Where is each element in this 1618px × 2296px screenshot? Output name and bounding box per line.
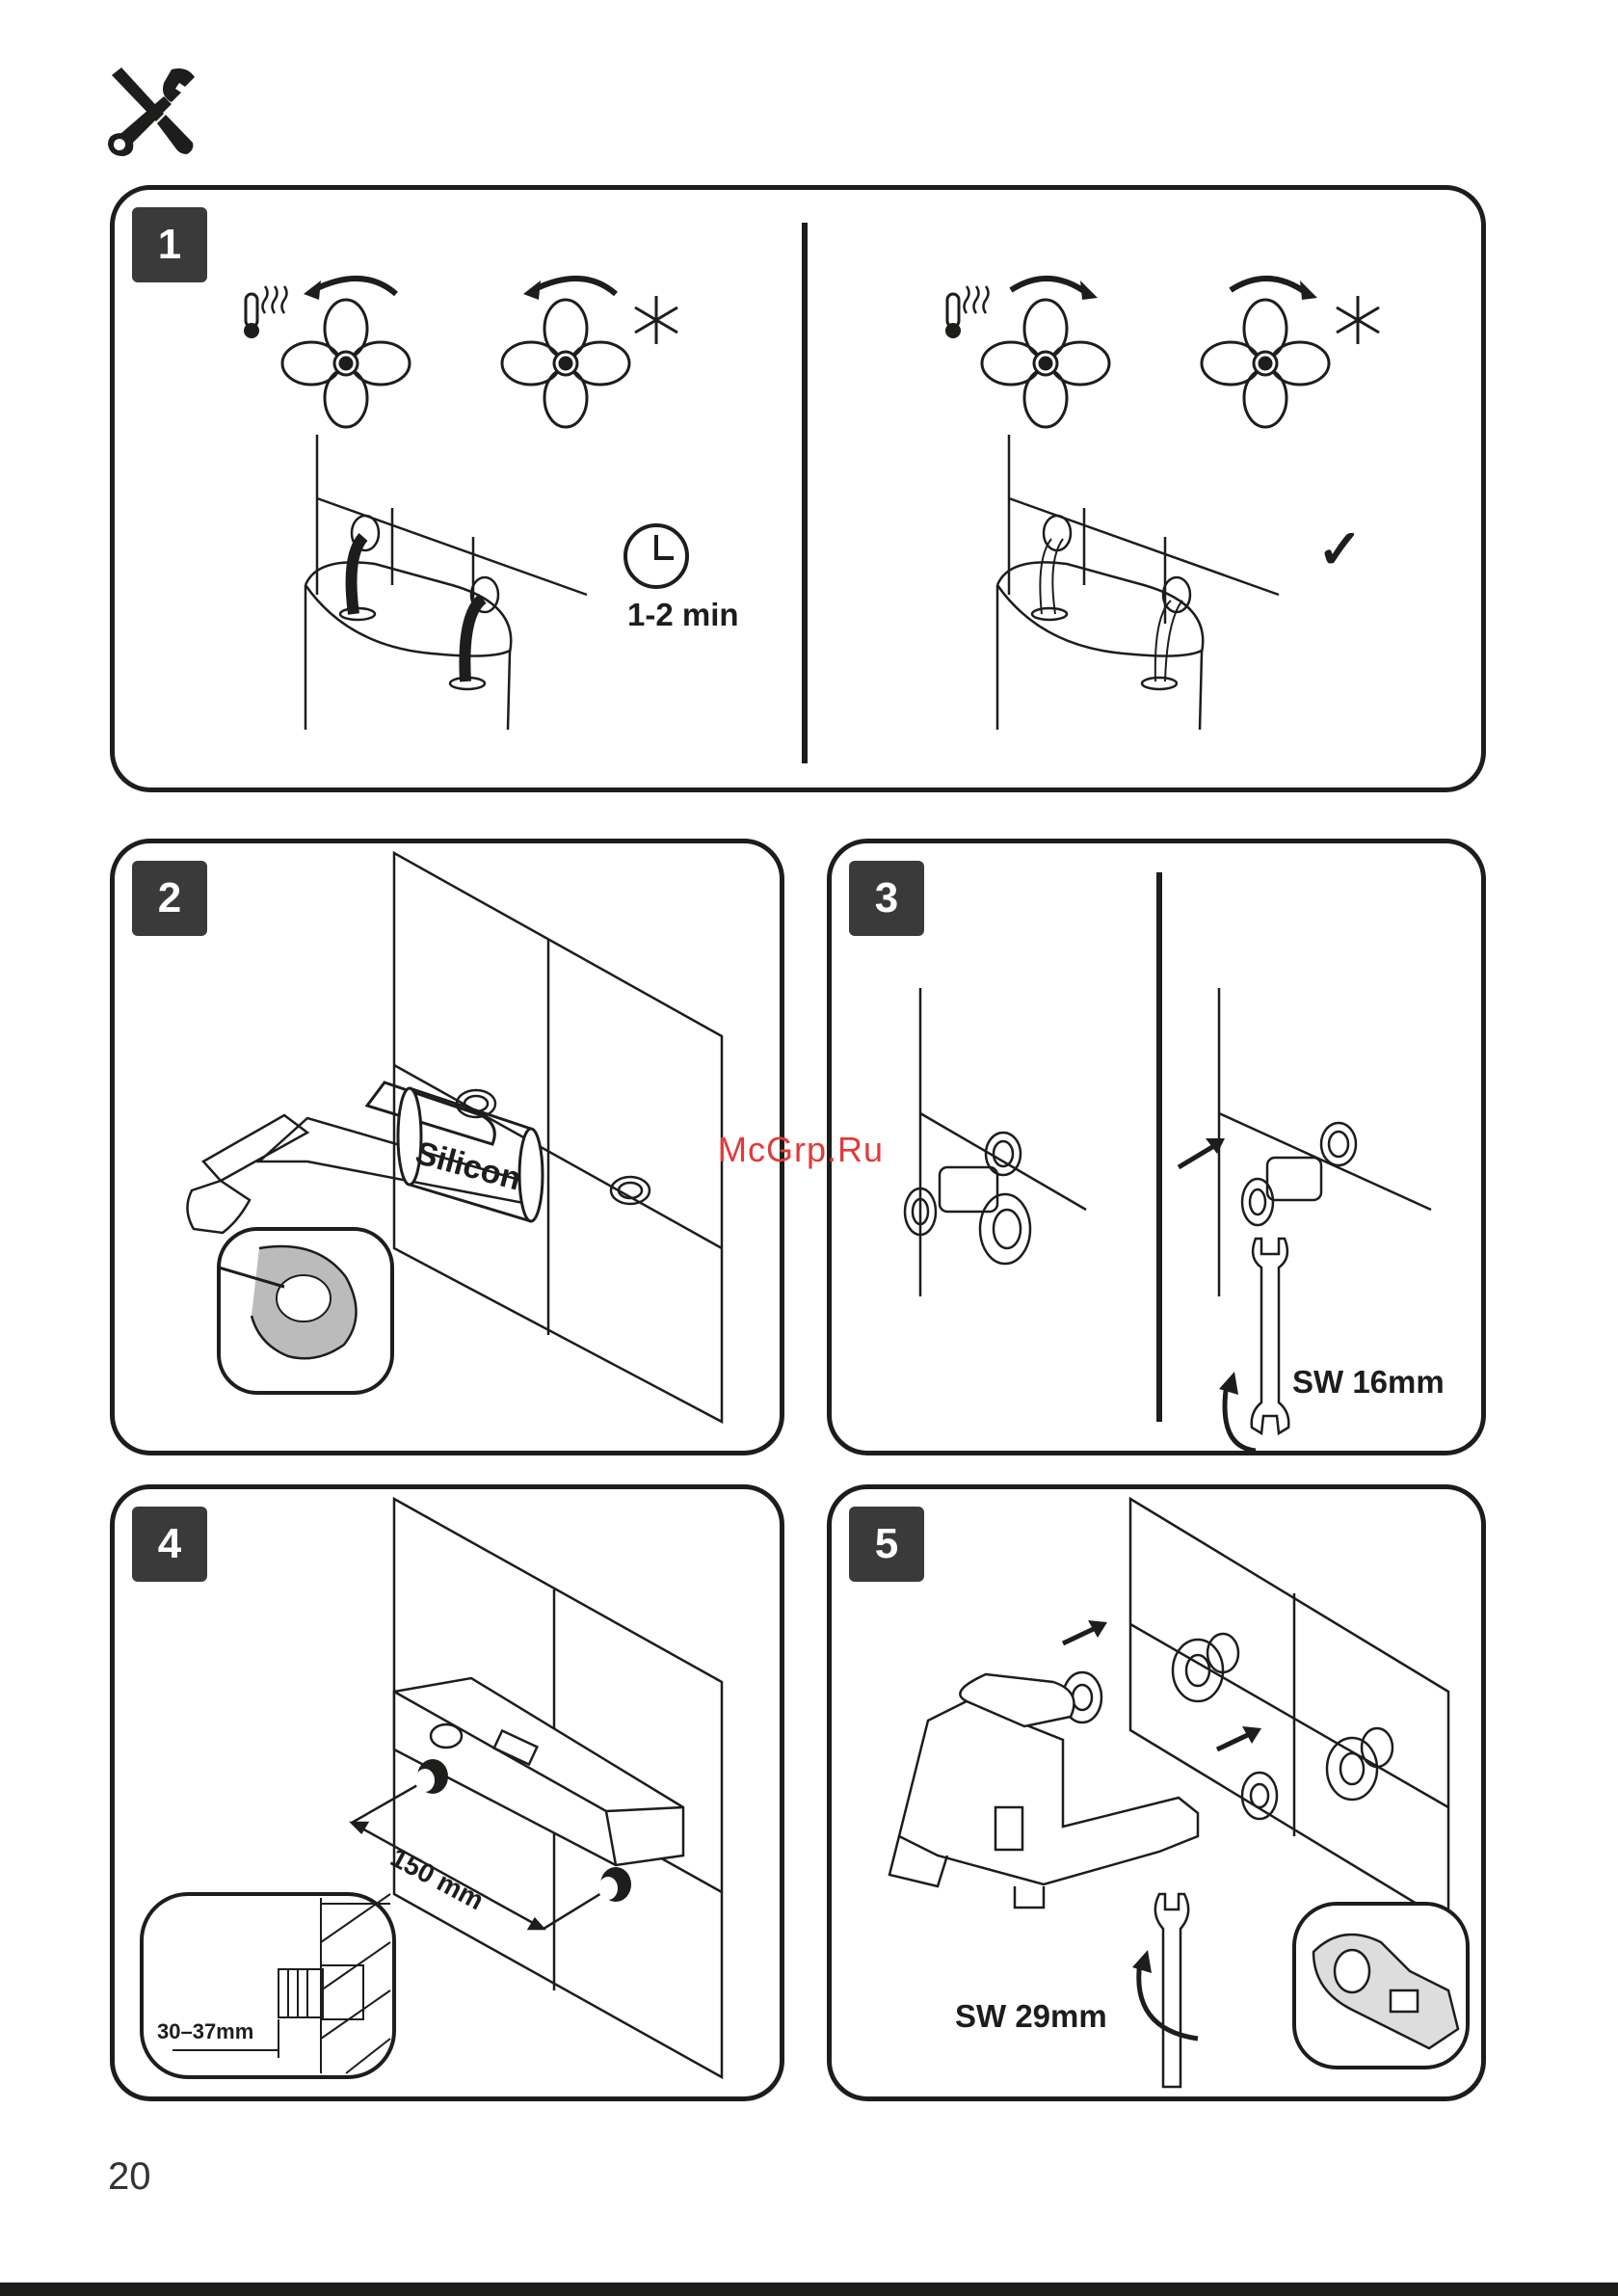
step-4-panel: 4 150 mm 3	[110, 1484, 784, 2101]
wrench-icon	[1252, 1239, 1289, 1433]
wrench-size-label: SW 16mm	[1292, 1364, 1445, 1401]
check-icon: ✓	[1317, 518, 1363, 581]
depth-label: 30–37mm	[157, 2019, 253, 2044]
step-5-panel: 5	[827, 1484, 1486, 2101]
clock-icon	[625, 525, 687, 587]
step-2-panel: 2 Silicon	[110, 839, 784, 1455]
thermometer-hot-icon	[945, 286, 989, 338]
valve-handle-icon	[982, 279, 1109, 427]
step-3-panel: 3 SW 16mm	[827, 839, 1486, 1455]
page-number: 20	[108, 2155, 151, 2199]
wrench-size-label: SW 29mm	[955, 1998, 1107, 2035]
valve-handle-icon	[282, 279, 410, 427]
step-1-panel: 1	[110, 185, 1486, 792]
flush-pipes-illustration	[115, 190, 1486, 792]
snowflake-icon	[1337, 296, 1379, 344]
watermark: McGrp.Ru	[718, 1130, 884, 1170]
mixer-mount-illustration	[832, 1489, 1486, 2101]
bottom-rule	[0, 2283, 1618, 2296]
valve-handle-icon	[1202, 279, 1329, 427]
thermometer-hot-icon	[244, 286, 287, 338]
snowflake-icon	[635, 296, 677, 344]
rotate-arrow-icon	[1219, 1372, 1256, 1451]
wrench-icon	[1155, 1894, 1188, 2087]
level-spacing-illustration	[115, 1489, 784, 2101]
duration-label: 1-2 min	[627, 597, 739, 633]
tools-icon	[104, 64, 200, 160]
valve-handle-icon	[502, 279, 629, 427]
